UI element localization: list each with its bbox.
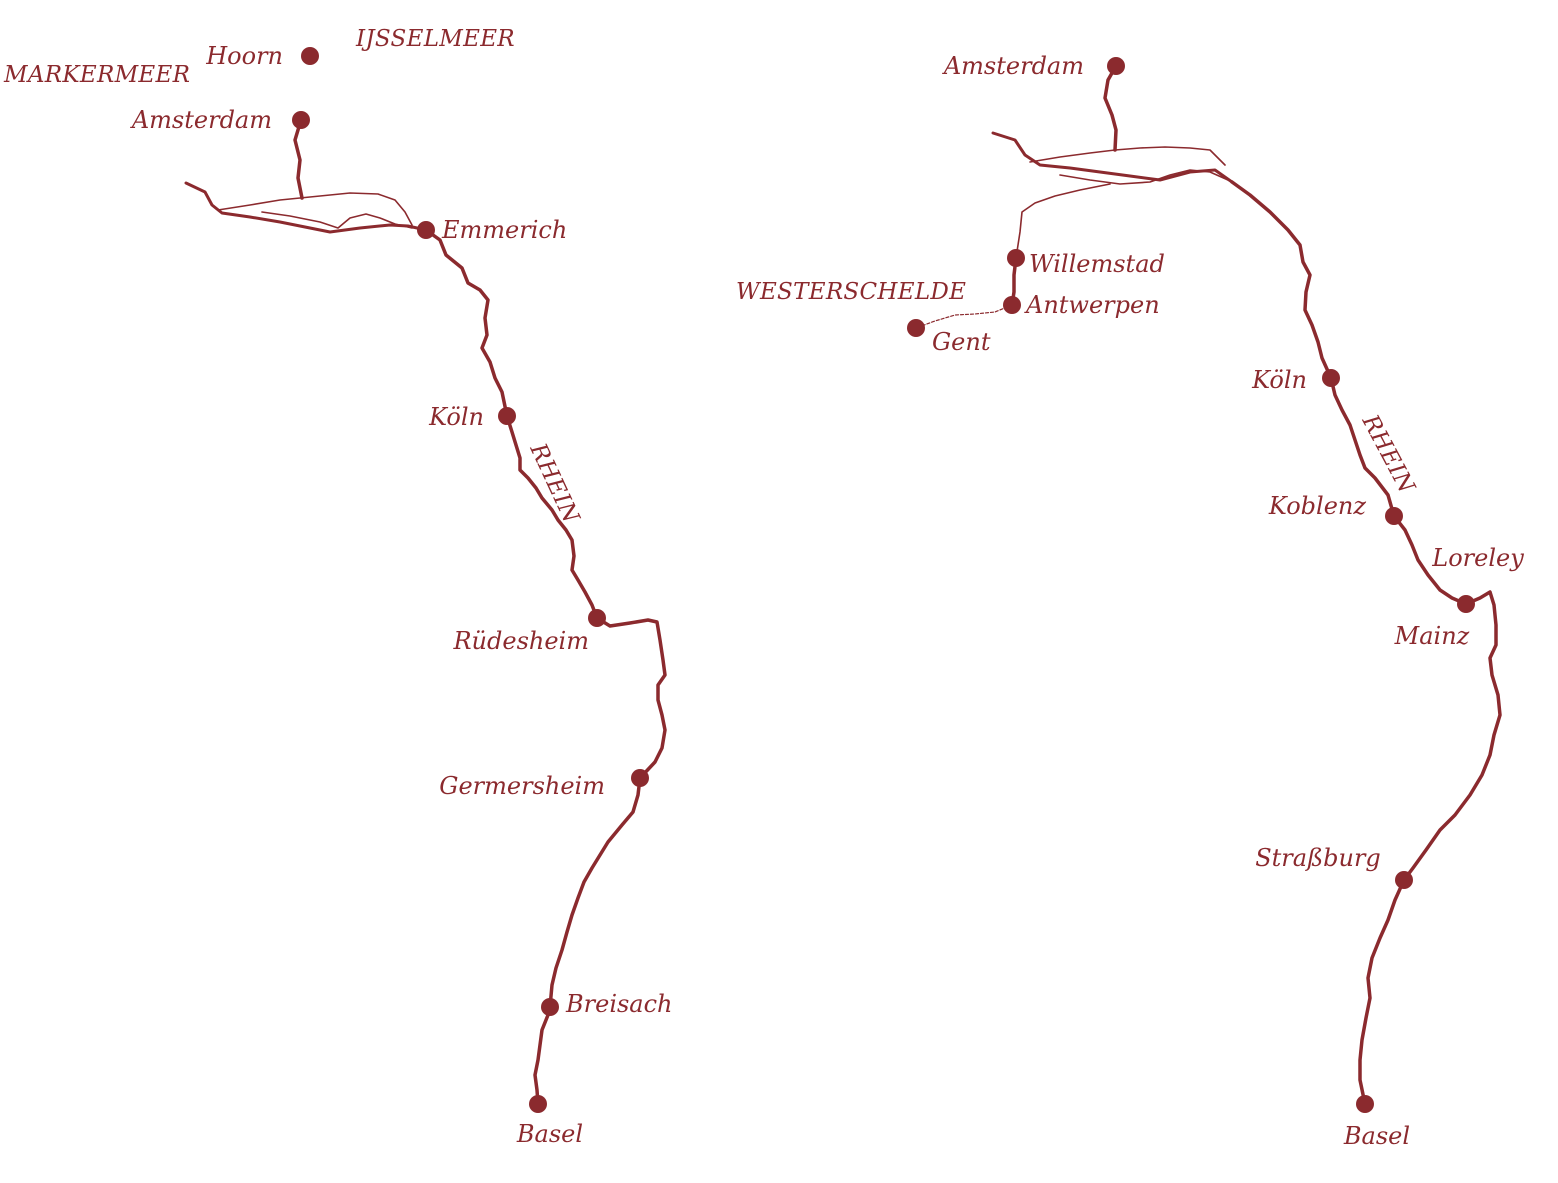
city-dot-breisach — [541, 998, 559, 1016]
city-label-koeln: Köln — [428, 403, 484, 431]
city-dot-loreley — [1457, 595, 1475, 613]
rhine-main-route — [424, 228, 667, 1106]
city-dot-koeln-right — [1322, 369, 1340, 387]
water-label-rhein-right: RHEIN — [1356, 410, 1420, 499]
city-label-mainz: Mainz — [1394, 622, 1470, 650]
city-label-willemstad: Willemstad — [1029, 250, 1165, 278]
city-label-basel: Basel — [516, 1120, 583, 1148]
rhine-delta-main — [184, 181, 428, 234]
city-dot-antwerpen — [1003, 296, 1021, 314]
city-label-loreley: Loreley — [1431, 544, 1524, 572]
city-dot-gent — [907, 319, 925, 337]
city-dot-amsterdam — [292, 111, 310, 129]
city-label-gent: Gent — [932, 328, 991, 356]
city-label-koeln-right: Köln — [1251, 366, 1307, 394]
city-dot-germersheim — [631, 769, 649, 787]
left-map: Hoorn Amsterdam Emmerich Köln Rüdesheim … — [3, 26, 673, 1148]
city-dot-willemstad — [1007, 249, 1025, 267]
city-label-amsterdam-right: Amsterdam — [942, 52, 1084, 80]
rhine-delta-branch-south — [261, 211, 413, 229]
right-map: Amsterdam Willemstad Antwerpen Gent Köln… — [736, 52, 1524, 1150]
city-label-hoorn: Hoorn — [205, 42, 283, 70]
city-dot-ruedesheim — [588, 609, 606, 627]
city-dot-hoorn — [301, 47, 319, 65]
amsterdam-canal-route — [293, 118, 304, 200]
city-dot-amsterdam-right — [1107, 57, 1125, 75]
rhine-delta-main-right — [991, 131, 1234, 184]
antwerpen-gent-route — [915, 304, 1013, 329]
city-label-basel-right: Basel — [1343, 1122, 1410, 1150]
city-dot-emmerich — [417, 221, 435, 239]
city-label-amsterdam: Amsterdam — [130, 106, 272, 134]
city-dot-basel-right — [1356, 1095, 1374, 1113]
city-label-koblenz: Koblenz — [1268, 492, 1366, 520]
water-label-westerschelde: WESTERSCHELDE — [736, 279, 966, 305]
city-dot-koeln — [498, 407, 516, 425]
amsterdam-canal-route-right — [1103, 64, 1118, 152]
city-dot-strassburg — [1395, 871, 1413, 889]
water-label-markermeer: MARKERMEER — [3, 62, 190, 88]
rhine-delta-branch-north-right — [1029, 146, 1226, 166]
city-label-germersheim: Germersheim — [439, 772, 605, 800]
city-label-ruedesheim: Rüdesheim — [452, 627, 589, 655]
city-label-strassburg: Straßburg — [1255, 844, 1381, 872]
delta-to-willemstad — [1015, 183, 1111, 259]
rhine-delta-branch-north — [217, 192, 413, 226]
city-label-antwerpen: Antwerpen — [1024, 291, 1160, 319]
city-dot-koblenz — [1385, 507, 1403, 525]
city-label-breisach: Breisach — [565, 990, 673, 1018]
water-label-ijsselmeer: IJSSELMEER — [355, 26, 515, 52]
city-label-emmerich: Emmerich — [441, 216, 567, 244]
city-dot-basel — [529, 1095, 547, 1113]
